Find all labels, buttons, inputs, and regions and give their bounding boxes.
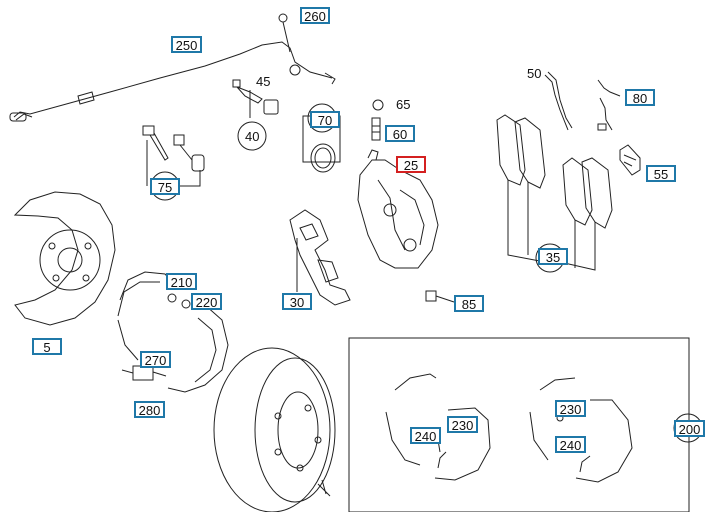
- spring-clips-drawing: [544, 71, 641, 176]
- callout-230-left[interactable]: 230: [447, 416, 478, 433]
- callout-240-left[interactable]: 240: [410, 427, 441, 444]
- callout-85[interactable]: 85: [454, 295, 484, 312]
- callout-70[interactable]: 70: [310, 111, 340, 128]
- caliper-bracket-drawing: [289, 209, 351, 306]
- label-65: 65: [396, 97, 411, 112]
- parking-brake-cable-drawing: [9, 13, 336, 122]
- callout-30[interactable]: 30: [282, 293, 312, 310]
- label-40: 40: [245, 129, 260, 144]
- callout-260[interactable]: 260: [300, 7, 330, 24]
- callout-5[interactable]: 5: [32, 338, 62, 355]
- callout-35[interactable]: 35: [538, 248, 568, 265]
- callout-55[interactable]: 55: [646, 165, 676, 182]
- bleeder-and-cap-drawing: [371, 99, 384, 141]
- callout-80[interactable]: 80: [625, 89, 655, 106]
- callout-200[interactable]: 200: [674, 420, 705, 437]
- inset-shoes-drawing: [385, 373, 633, 483]
- callout-280[interactable]: 280: [134, 401, 165, 418]
- brake-pads-drawing: [496, 114, 613, 273]
- callout-250[interactable]: 250: [171, 36, 202, 53]
- callout-210[interactable]: 210: [166, 273, 197, 290]
- callout-75[interactable]: 75: [150, 178, 180, 195]
- parking-brake-shoes-drawing: [117, 271, 229, 393]
- callout-240-right[interactable]: 240: [555, 436, 586, 453]
- callout-25-selected[interactable]: 25: [396, 156, 426, 173]
- caliper-bolt-drawing: [425, 290, 455, 303]
- callout-230-right[interactable]: 230: [555, 400, 586, 417]
- callout-220[interactable]: 220: [191, 293, 222, 310]
- callout-60[interactable]: 60: [385, 125, 415, 142]
- brake-disc-drawing: [213, 347, 336, 512]
- label-45: 45: [256, 74, 271, 89]
- guide-pin-drawing: [232, 79, 279, 151]
- callout-270[interactable]: 270: [140, 351, 171, 368]
- inset-frame: [348, 337, 690, 512]
- dust-shield-drawing: [13, 191, 116, 326]
- label-50: 50: [527, 66, 542, 81]
